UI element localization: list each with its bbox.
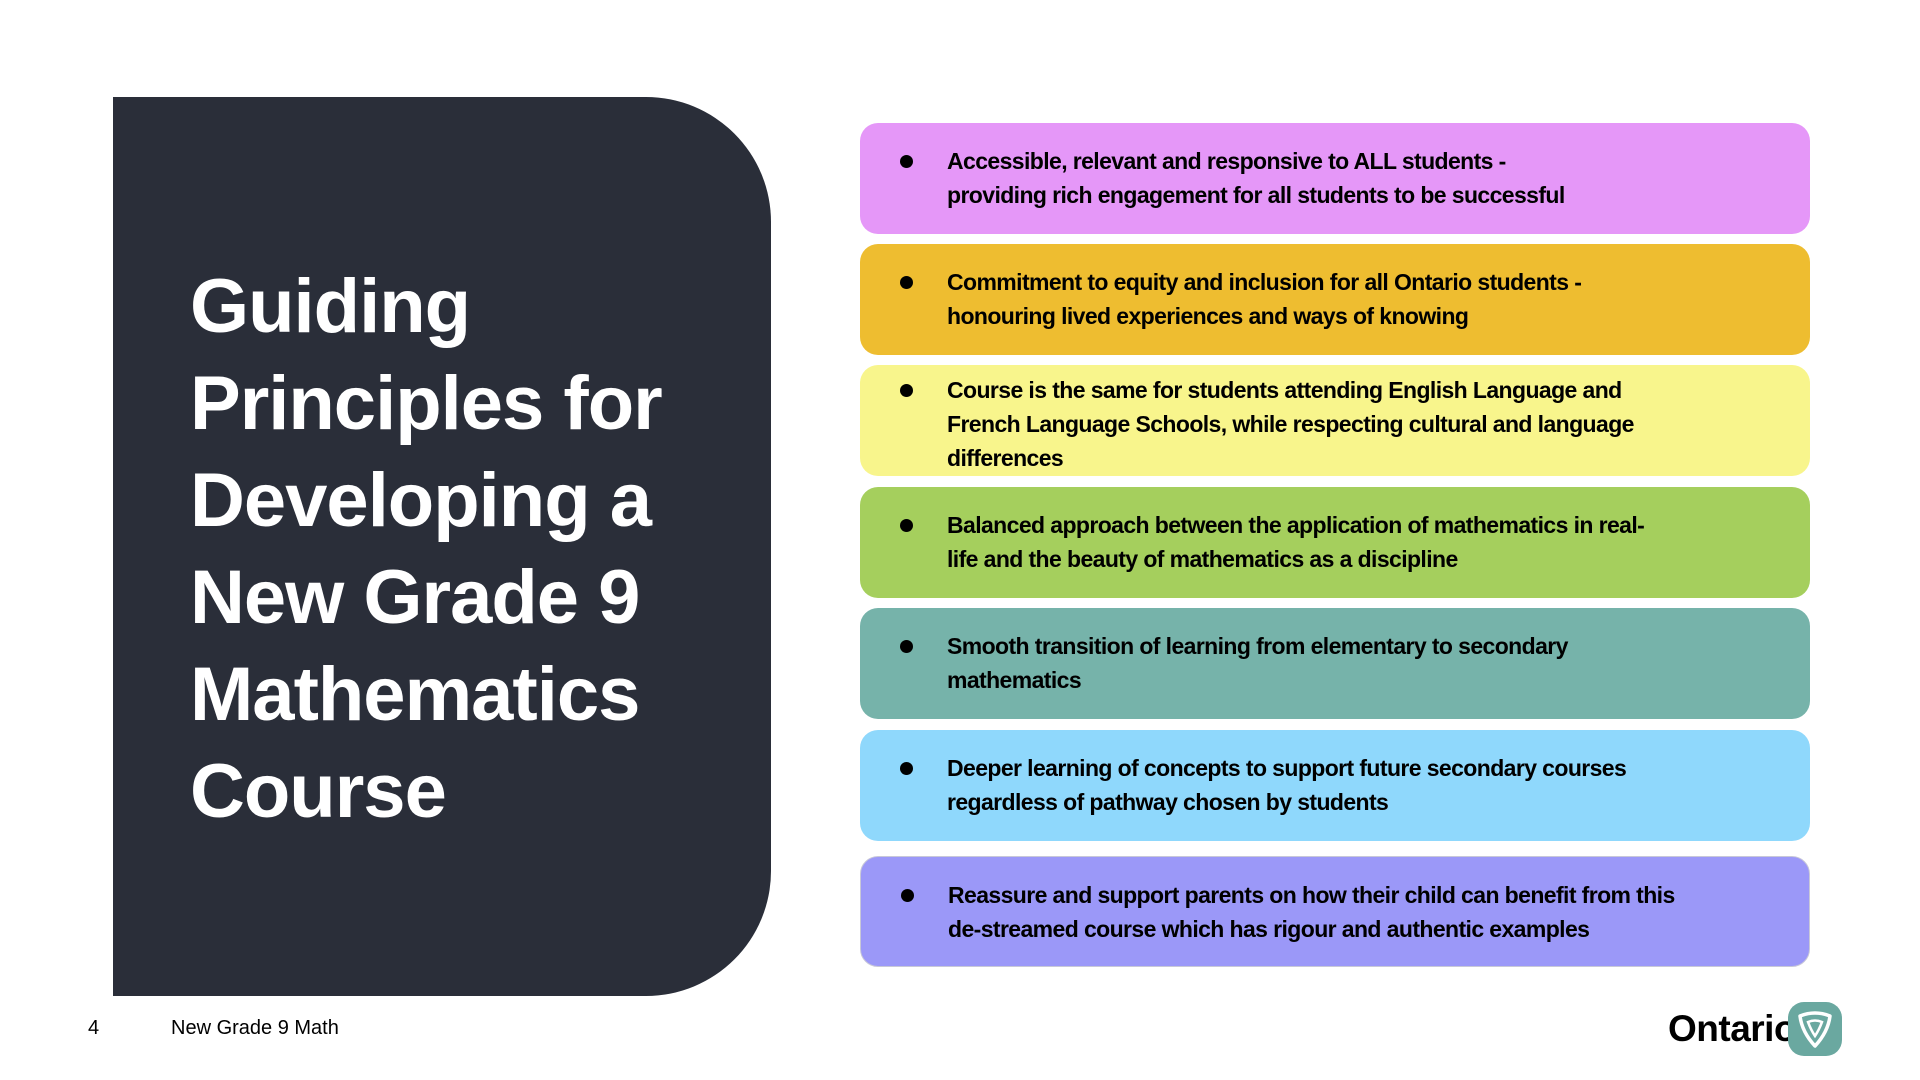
bullet-icon xyxy=(901,889,914,902)
principle-text-line: Deeper learning of concepts to support f… xyxy=(947,755,1627,781)
principle-box: Course is the same for students attendin… xyxy=(860,365,1810,476)
bullet-icon xyxy=(900,762,913,775)
principle-text-line: Commitment to equity and inclusion for a… xyxy=(947,269,1582,295)
principle-text-line: Smooth transition of learning from eleme… xyxy=(947,633,1568,659)
title-line: Course xyxy=(190,749,447,834)
bullet-icon xyxy=(900,519,913,532)
principle-text-line: French Language Schools, while respectin… xyxy=(947,411,1634,437)
page-number: 4 xyxy=(88,1017,100,1039)
principle-text-line: differences xyxy=(947,445,1064,471)
principle-text-line: mathematics xyxy=(947,667,1082,693)
principle-text-line: Balanced approach between the applicatio… xyxy=(947,512,1645,538)
bullet-icon xyxy=(900,276,913,289)
deck-title: New Grade 9 Math xyxy=(171,1017,339,1039)
principle-box: Accessible, relevant and responsive to A… xyxy=(860,123,1810,234)
title-line: Developing a xyxy=(190,458,652,543)
principle-box: Deeper learning of concepts to support f… xyxy=(860,730,1810,841)
principle-text-line: Reassure and support parents on how thei… xyxy=(948,882,1675,908)
principle-box: Smooth transition of learning from eleme… xyxy=(860,608,1810,719)
bullet-icon xyxy=(900,384,913,397)
principle-box: Commitment to equity and inclusion for a… xyxy=(860,244,1810,355)
title-panel xyxy=(113,97,771,996)
bullet-icon xyxy=(900,640,913,653)
principle-text-line: de-streamed course which has rigour and … xyxy=(948,916,1590,942)
trillium-icon xyxy=(1788,1002,1842,1056)
bullet-icon xyxy=(900,155,913,168)
principle-text-line: regardless of pathway chosen by students xyxy=(947,789,1389,815)
principle-text-line: Course is the same for students attendin… xyxy=(947,377,1622,403)
principle-box: Reassure and support parents on how thei… xyxy=(860,856,1810,967)
ontario-logo-text: Ontario xyxy=(1668,1008,1797,1049)
principle-text-line: providing rich engagement for all studen… xyxy=(947,182,1565,208)
slide-title: Guiding Principles for Developing a New … xyxy=(190,258,663,840)
principle-text-line: life and the beauty of mathematics as a … xyxy=(947,546,1458,572)
principle-text-line: Accessible, relevant and responsive to A… xyxy=(947,148,1506,174)
principle-box: Balanced approach between the applicatio… xyxy=(860,487,1810,598)
principle-text-line: honouring lived experiences and ways of … xyxy=(947,303,1469,329)
title-line: Guiding xyxy=(190,264,471,349)
title-line: New Grade 9 xyxy=(190,555,640,640)
title-line: Mathematics xyxy=(190,652,640,737)
title-line: Principles for xyxy=(190,361,663,446)
